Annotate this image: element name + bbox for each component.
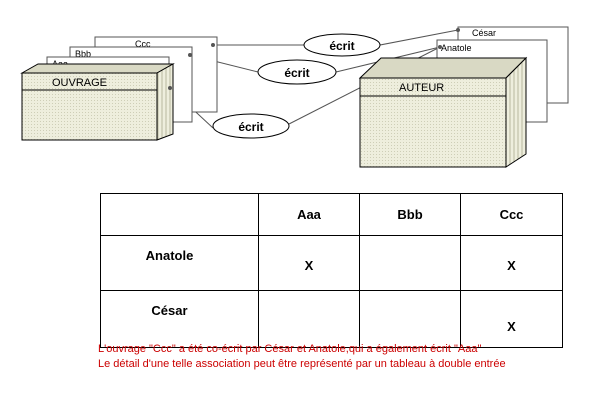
connector-dot — [438, 45, 442, 49]
card-bbb-label: Bbb — [75, 49, 91, 59]
connector-dot — [211, 43, 215, 47]
relation-ecrit-1: écrit — [303, 33, 381, 57]
relation-label: écrit — [284, 66, 309, 80]
row-label-anatole: Anatole — [100, 235, 259, 291]
auteur-box-front — [359, 77, 507, 168]
table-cell: X — [258, 235, 360, 291]
column-header-ccc: Ccc — [460, 193, 563, 236]
connector-dot — [168, 86, 172, 90]
relation-ellipse — [257, 59, 337, 85]
entity-auteur-label: AUTEUR — [399, 82, 444, 94]
note-line-1: L'ouvrage "Ccc" a été co-écrit par César… — [98, 343, 482, 355]
explanation-notes: L'ouvrage "Ccc" a été co-écrit par César… — [98, 342, 506, 372]
er-diagram: Ccc Bbb Aaa OUVRAGE César Anatole AUTEUR… — [20, 26, 569, 168]
relation-ellipse — [303, 33, 381, 57]
relation-label: écrit — [329, 39, 354, 53]
entity-auteur: César Anatole AUTEUR — [358, 26, 569, 168]
column-header-bbb: Bbb — [359, 193, 461, 236]
table-cell — [258, 290, 360, 348]
table-row: Anatole X X — [100, 235, 563, 291]
relation-ellipse — [212, 113, 290, 139]
relation-label: écrit — [238, 120, 263, 134]
connector-dot — [188, 53, 192, 57]
association-table: Aaa Bbb Ccc Anatole X X César X — [100, 193, 563, 348]
entity-ouvrage: Ccc Bbb Aaa OUVRAGE — [20, 36, 218, 141]
table-cell: X — [460, 290, 563, 348]
card-ccc-label: Ccc — [135, 39, 151, 49]
table-row: César X — [100, 290, 563, 348]
auteur-box-top — [358, 57, 528, 79]
ouvrage-box-top — [20, 63, 175, 74]
relation-ecrit-2: écrit — [257, 59, 337, 85]
connector-dot — [456, 28, 460, 32]
card-anatole-label: Anatole — [441, 43, 472, 53]
card-cesar-label: César — [472, 28, 496, 38]
note-line-2: Le détail d'une telle association peut ê… — [98, 358, 506, 370]
table-cell: X — [460, 235, 563, 291]
connector-dots — [168, 28, 460, 90]
table-header-row: Aaa Bbb Ccc — [100, 193, 563, 236]
auteur-box-side — [505, 56, 527, 168]
connector-ecrit-cesar — [379, 29, 459, 46]
table-corner-cell — [100, 193, 259, 236]
row-label-cesar: César — [100, 290, 259, 348]
entity-ouvrage-label: OUVRAGE — [52, 77, 107, 89]
column-header-aaa: Aaa — [258, 193, 360, 236]
ouvrage-box-side — [156, 63, 174, 141]
relation-ecrit-3: écrit — [212, 113, 290, 139]
table-cell — [359, 290, 461, 348]
ouvrage-box-front — [21, 72, 158, 141]
table-cell — [359, 235, 461, 291]
